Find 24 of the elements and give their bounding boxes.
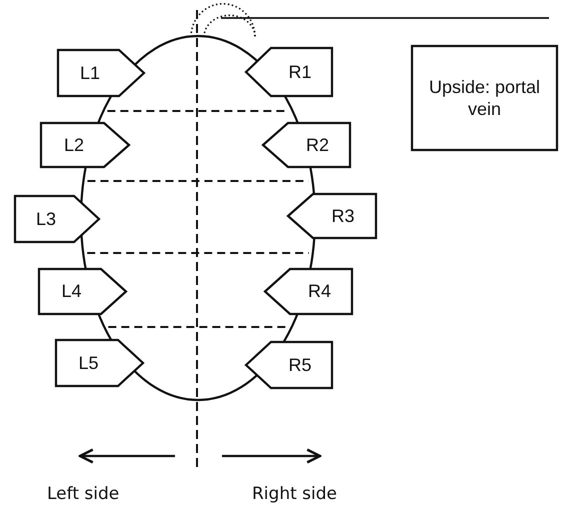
label-tag	[57, 49, 145, 97]
side-label: Right side	[252, 484, 337, 504]
tag-label: L5	[78, 352, 99, 374]
tag-label: R4	[308, 280, 331, 303]
tag-label: R2	[306, 134, 329, 156]
tag-label: L2	[64, 134, 84, 156]
side-label: Left side	[47, 484, 120, 504]
tag-label: L1	[80, 62, 100, 84]
label-tag	[55, 339, 144, 387]
label-tag	[262, 122, 351, 168]
tag-label: L4	[61, 280, 82, 303]
note-text: Upside: portal vein	[428, 76, 542, 120]
label-tag	[38, 268, 127, 315]
label-tag	[264, 268, 353, 315]
label-tag	[287, 193, 377, 239]
label-tag	[40, 122, 130, 168]
label-tag	[245, 47, 333, 97]
tag-label: R1	[288, 60, 312, 84]
label-tag	[14, 195, 100, 243]
tag-label: L3	[36, 208, 56, 230]
tag-label: R5	[288, 354, 312, 376]
label-tag	[245, 341, 333, 389]
tag-label: R3	[331, 204, 354, 228]
note-box	[411, 45, 558, 151]
